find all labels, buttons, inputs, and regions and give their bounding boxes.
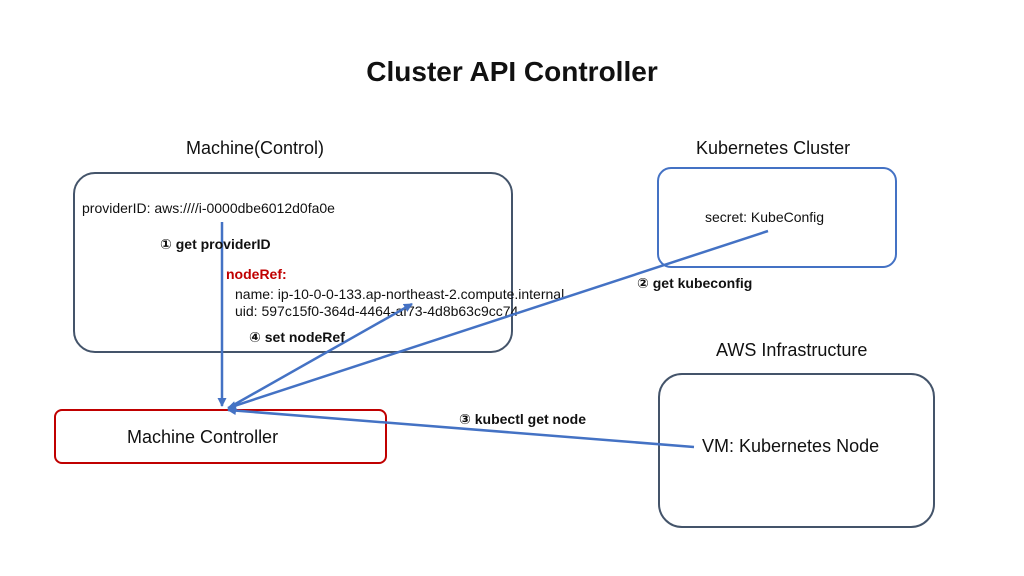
node-ref-label: nodeRef: [226,266,287,282]
node-ref-uid: uid: 597c15f0-364d-4464-af73-4d8b63c9cc7… [235,303,519,319]
machine-controller-label: Machine Controller [127,427,279,447]
aws-infrastructure-box [658,373,935,528]
provider-id-text: providerID: aws:////i-0000dbe6012d0fa0e [82,200,335,216]
machine-control-box [73,172,513,353]
kubeconfig-secret-text: secret: KubeConfig [705,209,825,225]
vm-kubernetes-node-text: VM: Kubernetes Node [702,436,880,456]
arrow-set-node-ref [229,302,413,409]
kubernetes-cluster-box [657,167,897,268]
machine-controller-box [54,409,387,464]
arrow-kubectl-get-node [227,406,695,449]
step-2-label: ② get kubeconfig [637,275,753,291]
arrow-get-kubeconfig [227,229,769,410]
aws-infrastructure-heading: AWS Infrastructure [716,340,868,360]
step-4-label: ④ set nodeRef [249,329,345,345]
step-1-label: ① get providerID [160,236,271,252]
step-3-label: ③ kubectl get node [459,411,586,427]
diagram-title: Cluster API Controller [366,56,658,87]
node-ref-name: name: ip-10-0-0-133.ap-northeast-2.compu… [235,286,565,302]
machine-control-heading: Machine(Control) [186,138,325,158]
kubernetes-cluster-heading: Kubernetes Cluster [696,138,851,158]
